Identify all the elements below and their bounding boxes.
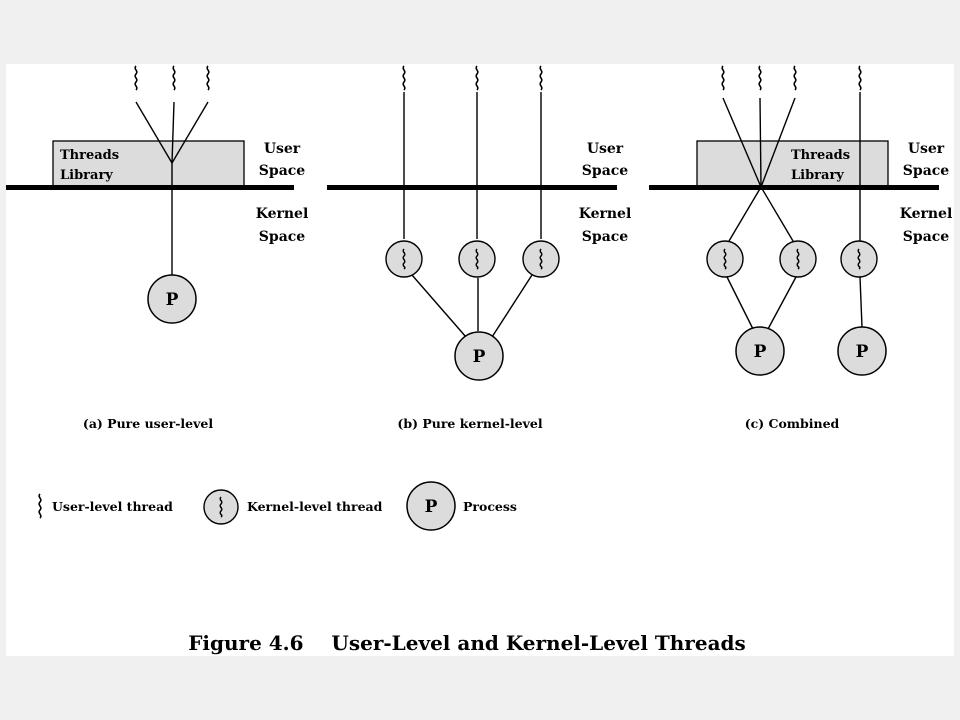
- user-level-thread-icon: [402, 65, 406, 91]
- process-node: [147, 274, 197, 324]
- kernel-space-label-line2: Space: [259, 229, 305, 245]
- user-kernel-boundary: [6, 185, 294, 190]
- kernel-level-thread-icon: [779, 240, 817, 278]
- threads-library-box: [52, 140, 245, 188]
- thread-line: [759, 97, 762, 188]
- user-space-label-line2: Space: [259, 163, 305, 179]
- user-level-thread-icon: [172, 65, 176, 91]
- legend-kernel-thread-label: Kernel-level thread: [247, 499, 383, 514]
- user-kernel-boundary: [649, 185, 939, 190]
- kernel-space-label-line2: Space: [582, 229, 628, 245]
- kernel-to-process-line: [767, 276, 797, 330]
- legend-user-level-thread-icon: [38, 493, 42, 519]
- user-level-thread-icon: [758, 65, 762, 91]
- legend: User-level thread Kernel-level thread P …: [38, 481, 517, 531]
- kernel-space-label-line1: Kernel: [256, 206, 309, 222]
- kernel-level-thread-icon: [385, 240, 423, 278]
- user-level-thread-icon: [858, 65, 862, 91]
- user-level-thread-icon: [134, 65, 138, 91]
- kernel-space-label-line1: Kernel: [900, 206, 953, 222]
- kernel-to-process-line: [726, 276, 754, 330]
- kernel-to-process-line: [411, 274, 467, 338]
- user-level-thread-icon: [475, 65, 479, 91]
- thread-line: [135, 101, 173, 164]
- user-level-thread-icon: [206, 65, 210, 91]
- process-node: [454, 331, 504, 381]
- process-label: P: [754, 342, 767, 362]
- user-space-label-line2: Space: [903, 163, 949, 179]
- thread-line: [722, 97, 762, 188]
- user-level-thread-icon: [539, 65, 543, 91]
- process-label: P: [166, 290, 179, 310]
- thread-line: [728, 186, 762, 242]
- thread-line: [760, 97, 796, 188]
- kernel-to-process-line: [859, 276, 863, 328]
- user-space-label-line1: User: [908, 141, 945, 157]
- panel-a-caption: (a) Pure user-level: [83, 416, 213, 431]
- user-space-label-line1: User: [264, 141, 301, 157]
- user-space-label-line1: User: [587, 141, 624, 157]
- user-level-thread-icon: [793, 65, 797, 91]
- threads-library-label-line2: Library: [60, 168, 113, 183]
- process-node: [837, 326, 887, 376]
- legend-user-thread-label: User-level thread: [52, 499, 173, 514]
- thread-line: [171, 101, 175, 164]
- panel-a-pure-user-level: Threads Library User Space Kernel Space …: [6, 65, 309, 431]
- kernel-space-label-line2: Space: [903, 229, 949, 245]
- panel-b-caption: (b) Pure kernel-level: [397, 416, 542, 431]
- legend-process-icon: [406, 481, 456, 531]
- legend-kernel-level-thread-icon: [203, 489, 239, 525]
- user-level-thread-icon: [721, 65, 725, 91]
- threads-library-label-line1: Threads: [791, 148, 850, 163]
- panel-c-combined: Threads Library User Space Kernel Space: [649, 65, 953, 431]
- threads-library-label-line1: Threads: [60, 148, 119, 163]
- kernel-level-thread-icon: [522, 240, 560, 278]
- threads-library-box: [696, 140, 889, 188]
- figure-caption: Figure 4.6 User-Level and Kernel-Level T…: [188, 631, 746, 655]
- thread-line: [760, 186, 794, 242]
- thread-line: [171, 101, 209, 164]
- panel-c-caption: (c) Combined: [745, 416, 840, 431]
- kernel-to-process-line: [491, 274, 533, 338]
- legend-process-symbol: P: [425, 497, 438, 517]
- user-space-label-line2: Space: [582, 163, 628, 179]
- legend-process-label: Process: [463, 499, 517, 514]
- process-node: [735, 326, 785, 376]
- user-kernel-boundary: [327, 185, 617, 190]
- panel-b-pure-kernel-level: User Space Kernel Space P (b) Pure kerne…: [327, 65, 632, 431]
- threads-library-label-line2: Library: [791, 168, 844, 183]
- kernel-level-thread-icon: [458, 240, 496, 278]
- kernel-space-label-line1: Kernel: [579, 206, 632, 222]
- process-label: P: [473, 347, 486, 367]
- kernel-level-thread-icon: [706, 240, 744, 278]
- kernel-level-thread-icon: [840, 240, 878, 278]
- process-label: P: [856, 342, 869, 362]
